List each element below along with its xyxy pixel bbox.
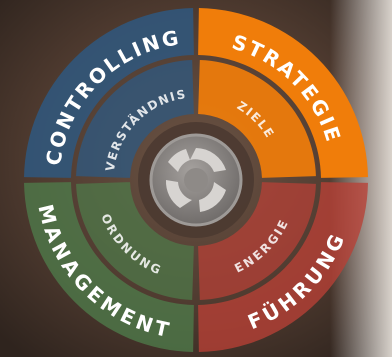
quadrant-rings: STRATEGIEZIELEFÜHRUNGENERGIEMANAGEMENTOR… xyxy=(24,8,368,352)
strategie-outer-segment xyxy=(198,8,368,178)
strategie-inner-segment xyxy=(198,60,316,178)
controlling-inner-segment xyxy=(76,60,194,178)
management-inner-segment xyxy=(76,182,194,300)
window-light xyxy=(330,0,392,357)
fuehrung-inner-segment xyxy=(198,182,316,300)
hub xyxy=(138,122,254,238)
controlling-outer-segment xyxy=(24,8,194,178)
management-outer-segment xyxy=(24,182,194,352)
fuehrung-outer-segment xyxy=(198,182,368,352)
swirl-logo-icon xyxy=(165,148,226,212)
